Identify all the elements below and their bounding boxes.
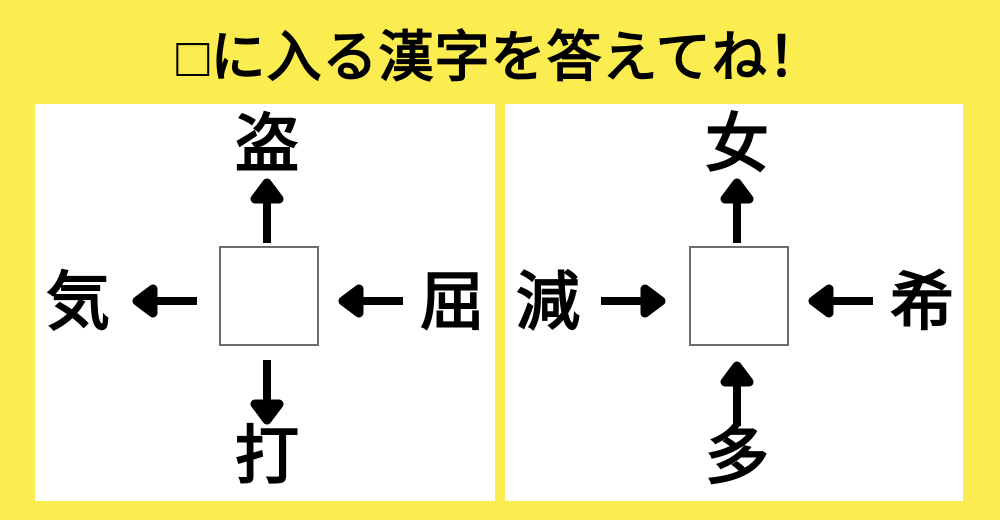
right-arrow-icon	[807, 279, 873, 323]
right-arrow-icon	[337, 279, 403, 323]
top-kanji: 盗	[235, 108, 299, 180]
puzzle-panel-left: 盗 気 屈 打	[35, 104, 495, 501]
top-arrow-icon	[715, 177, 759, 243]
page-title: □に入る漢字を答えてね！	[176, 26, 824, 88]
top-arrow-icon	[245, 177, 289, 243]
left-kanji: 減	[516, 266, 580, 338]
top-kanji: 女	[705, 108, 769, 180]
answer-box	[219, 246, 319, 346]
bottom-kanji: 打	[235, 420, 299, 492]
right-kanji: 希	[890, 266, 954, 338]
left-arrow-icon	[131, 279, 197, 323]
bottom-arrow-icon	[245, 360, 289, 426]
puzzle-panel-right: 女 減 希 多	[505, 104, 963, 501]
bottom-kanji: 多	[705, 420, 769, 492]
left-arrow-icon	[601, 279, 667, 323]
right-kanji: 屈	[420, 266, 484, 338]
answer-box	[689, 246, 789, 346]
left-kanji: 気	[46, 266, 110, 338]
bottom-arrow-icon	[715, 360, 759, 426]
